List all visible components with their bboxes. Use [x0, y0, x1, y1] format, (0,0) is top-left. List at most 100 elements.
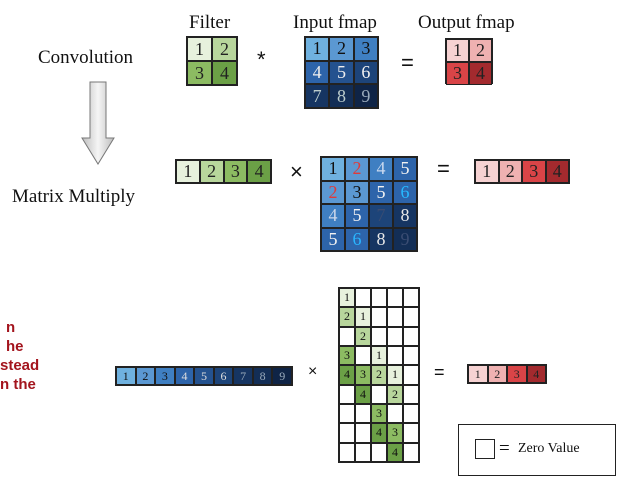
- matrix-multiply-label: Matrix Multiply: [12, 186, 135, 207]
- zero-cell: [403, 288, 419, 308]
- output-cell: 2: [498, 160, 522, 183]
- input-cell: 5: [194, 367, 214, 385]
- matrix-cell: 5: [393, 157, 417, 181]
- weight-cell: 2: [355, 326, 371, 346]
- zero-cell: [403, 346, 419, 366]
- output-cell: 4: [545, 160, 569, 183]
- down-arrow-icon: [81, 81, 115, 165]
- filter-cell: 4: [212, 61, 237, 85]
- matrix-cell: 5: [369, 180, 393, 204]
- sparse-equals: =: [434, 362, 445, 382]
- input-cell: 5: [329, 60, 354, 85]
- zero-cell: [355, 346, 371, 366]
- matrix-cell: 6: [393, 180, 417, 204]
- matrix-cell: 6: [345, 227, 369, 251]
- zero-cell: [403, 423, 419, 443]
- filter-cell: 1: [187, 37, 212, 61]
- filter-title: Filter: [189, 12, 231, 33]
- output-cell: 2: [487, 365, 507, 383]
- output-fmap-title: Output fmap: [418, 12, 515, 33]
- red-note-line: n the: [0, 376, 36, 393]
- matrix-cell: 1: [321, 157, 345, 181]
- mm-equals: =: [437, 156, 450, 181]
- zero-cell: [339, 404, 355, 424]
- input-cell: 4: [305, 60, 330, 85]
- weight-cell: 4: [371, 423, 387, 443]
- input-cell: 3: [353, 37, 378, 61]
- red-note-line: he: [6, 338, 24, 355]
- zero-cell: [387, 326, 403, 346]
- filter-cell: 4: [247, 160, 271, 183]
- output-cell: 2: [469, 39, 492, 62]
- input-cell: 8: [329, 84, 354, 108]
- mm-times: ×: [290, 159, 303, 184]
- matrix-cell: 4: [321, 204, 345, 228]
- filter-cell: 2: [212, 37, 237, 61]
- zero-cell: [387, 404, 403, 424]
- zero-cell: [387, 346, 403, 366]
- weight-cell: 2: [339, 307, 355, 327]
- matrix-cell: 2: [345, 157, 369, 181]
- weight-cell: 2: [387, 384, 403, 404]
- filter-cell: 3: [187, 61, 212, 85]
- conv-equals: =: [401, 50, 414, 75]
- zero-cell: [339, 384, 355, 404]
- legend-empty-cell: [475, 439, 495, 459]
- zero-cell: [403, 365, 419, 385]
- zero-cell: [387, 288, 403, 308]
- zero-value-legend: = Zero Value: [458, 424, 616, 476]
- weight-cell: 1: [371, 346, 387, 366]
- weight-cell: 3: [371, 404, 387, 424]
- input-cell: 7: [233, 367, 253, 385]
- zero-cell: [403, 307, 419, 327]
- output-cell: 3: [446, 62, 469, 85]
- zero-cell: [371, 288, 387, 308]
- input-cell: 2: [329, 37, 354, 61]
- weight-cell: 1: [387, 365, 403, 385]
- matrix-cell: 5: [345, 204, 369, 228]
- matrix-cell: 5: [321, 227, 345, 251]
- zero-cell: [355, 288, 371, 308]
- input-cell: 7: [305, 84, 330, 108]
- weight-cell: 2: [371, 365, 387, 385]
- input-cell: 6: [213, 367, 234, 385]
- output-cell: 3: [507, 365, 527, 383]
- zero-cell: [371, 384, 387, 404]
- matrix-cell: 4: [369, 157, 393, 181]
- filter-cell: 1: [176, 160, 200, 183]
- input-cell: 9: [353, 84, 378, 108]
- convolution-operator: *: [257, 47, 266, 72]
- input-fmap-title: Input fmap: [293, 12, 377, 33]
- red-note-line: n: [6, 319, 16, 336]
- legend-text: Zero Value: [518, 441, 580, 456]
- zero-cell: [403, 442, 419, 462]
- weight-cell: 1: [355, 307, 371, 327]
- weight-cell: 1: [339, 288, 355, 308]
- legend-equals: =: [499, 438, 510, 459]
- output-cell: 3: [522, 160, 546, 183]
- zero-cell: [355, 404, 371, 424]
- zero-cell: [355, 423, 371, 443]
- input-cell: 8: [252, 367, 273, 385]
- matrix-cell: 9: [393, 227, 417, 251]
- zero-cell: [339, 326, 355, 346]
- matrix-cell: 8: [369, 227, 393, 251]
- output-cell: 1: [468, 365, 488, 383]
- convolution-label: Convolution: [38, 47, 134, 68]
- input-cell: 6: [353, 60, 378, 85]
- matrix-cell: 2: [321, 180, 345, 204]
- input-cell: 4: [174, 367, 195, 385]
- output-cell: 4: [469, 62, 492, 85]
- weight-cell: 4: [355, 384, 371, 404]
- input-cell: 3: [155, 367, 175, 385]
- output-cell: 4: [526, 365, 546, 383]
- filter-cell: 2: [199, 160, 224, 183]
- zero-cell: [339, 423, 355, 443]
- output-cell: 1: [446, 39, 469, 62]
- matrix-cell: 3: [345, 180, 369, 204]
- weight-cell: 4: [339, 365, 355, 385]
